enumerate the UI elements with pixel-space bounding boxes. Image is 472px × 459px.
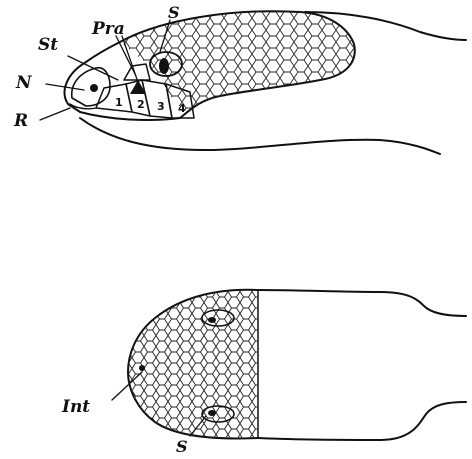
label-st: St (38, 35, 58, 55)
label-pra: Pra (91, 19, 125, 39)
label-r: R (13, 111, 28, 131)
labial-number-1: 1 (115, 96, 123, 109)
labial-number-3: 3 (157, 100, 165, 113)
eye-icon (208, 317, 216, 323)
bottom-head-scales (126, 286, 260, 442)
label-s-bottom: S (176, 437, 188, 456)
bottom-body-lower-outline (258, 402, 466, 440)
label-s-top: S (168, 3, 180, 22)
top-head-side-view: St Pra S N R 1 2 3 4 (13, 3, 466, 154)
leader-r (40, 108, 70, 120)
labial-number-2: 2 (137, 98, 145, 111)
label-n: N (15, 73, 33, 93)
bottom-body-upper-outline (258, 290, 466, 316)
eye-icon (208, 410, 216, 416)
nostril (90, 84, 98, 92)
bottom-head-top-view: Int S (61, 286, 466, 456)
label-int: Int (61, 397, 90, 417)
eye-icon (159, 58, 169, 74)
leader-st (68, 56, 118, 80)
internasal-mark (139, 365, 145, 371)
top-body-lower-outline (80, 118, 440, 154)
labial-number-4: 4 (178, 102, 186, 115)
